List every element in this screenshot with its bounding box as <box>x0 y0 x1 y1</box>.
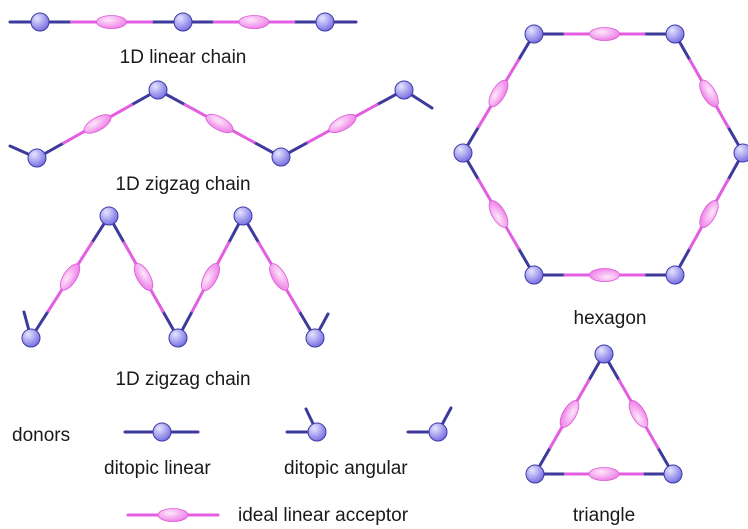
acceptor-ellipse <box>133 263 154 291</box>
legend-donors-label: donors <box>12 425 70 446</box>
legend-ditopic-angular-label: ditopic angular <box>284 458 408 479</box>
acceptor-layer <box>59 15 719 522</box>
donor-node <box>524 24 544 44</box>
donor-node <box>594 344 614 364</box>
donor-node <box>307 422 327 442</box>
donor-node <box>271 147 291 167</box>
acceptor-ellipse <box>589 268 620 282</box>
donor-node <box>428 422 448 442</box>
acceptor-ellipse <box>59 263 81 291</box>
acceptor-ellipse <box>628 400 649 428</box>
donor-node <box>305 328 325 348</box>
donor-node <box>148 80 168 100</box>
acceptor-ellipse <box>83 114 112 134</box>
acceptor-ellipse <box>96 15 127 29</box>
acceptor-ellipse <box>488 79 509 108</box>
hexagon-label: hexagon <box>574 308 647 329</box>
acceptor-ellipse <box>699 200 719 228</box>
donor-node <box>168 328 188 348</box>
donor-node <box>453 143 473 163</box>
legend-acceptor-label: ideal linear acceptor <box>238 505 409 526</box>
donor-node <box>173 12 193 32</box>
donor-node <box>21 328 41 348</box>
zigzag-chain-label-2: 1D zigzag chain <box>115 369 250 390</box>
donor-node <box>99 206 119 226</box>
donor-node <box>233 206 253 226</box>
donor-node <box>665 24 685 44</box>
acceptor-ellipse <box>269 263 289 291</box>
bond-layer <box>8 20 745 517</box>
zigzag-chain-label-1: 1D zigzag chain <box>115 174 250 195</box>
donor-node <box>733 143 748 163</box>
acceptor-ellipse <box>238 15 270 29</box>
linear-chain-label: 1D linear chain <box>120 47 247 68</box>
acceptor-ellipse <box>559 400 580 428</box>
acceptor-ellipse <box>488 200 509 228</box>
acceptor-ellipse <box>201 263 220 291</box>
donor-node <box>152 422 172 442</box>
acceptor-ellipse <box>588 467 620 481</box>
donor-node <box>30 12 50 32</box>
donor-node <box>315 12 335 32</box>
acceptor-ellipse <box>589 27 620 41</box>
acceptor-ellipse <box>205 113 234 134</box>
donor-node <box>663 464 683 484</box>
donor-node <box>665 265 685 285</box>
donor-node <box>525 464 545 484</box>
donor-node <box>27 148 47 168</box>
acceptor-ellipse <box>699 79 719 108</box>
donor-node <box>394 80 414 100</box>
triangle-label: triangle <box>573 505 635 526</box>
legend-ditopic-linear-label: ditopic linear <box>104 458 211 479</box>
donor-layer <box>21 12 748 484</box>
acceptor-ellipse <box>328 113 357 134</box>
acceptor-ellipse <box>157 508 189 522</box>
donor-node <box>524 265 544 285</box>
